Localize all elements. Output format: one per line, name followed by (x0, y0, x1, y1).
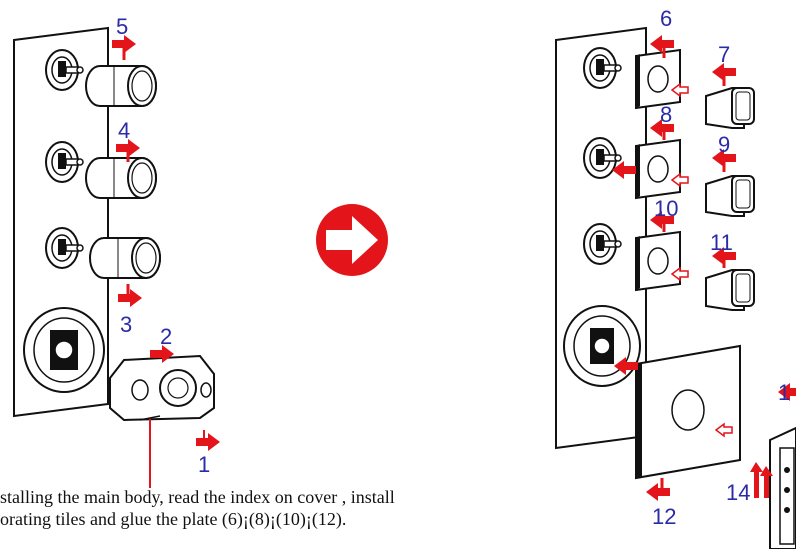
step-number: 1 (778, 380, 790, 405)
right-assembly: 6 7 8 9 10 11 12 1 14 (555, 6, 796, 549)
main-valve-icon (23, 307, 105, 393)
direction-arrow-icon (196, 433, 220, 451)
cover-plate-icon (635, 231, 681, 291)
main-valve-icon (563, 305, 641, 387)
sleeve-icon (85, 157, 157, 199)
step-number: 6 (660, 6, 672, 31)
large-cover-plate-icon (635, 344, 741, 480)
step-number: 12 (652, 504, 676, 529)
step-number: 8 (660, 102, 672, 127)
step-number: 9 (718, 132, 730, 157)
caption-line-2: orating tiles and glue the plate (6)¡(8)… (0, 509, 347, 529)
sleeve-icon (89, 237, 161, 279)
direction-arrow-icon (750, 462, 773, 498)
main-body-icon (109, 354, 215, 422)
step-number: 7 (718, 42, 730, 67)
step-number: 5 (116, 14, 128, 39)
step-number: 2 (160, 324, 172, 349)
next-step-arrow-icon (316, 204, 388, 276)
knob-icon (705, 87, 755, 129)
step-number: 1 (198, 452, 210, 477)
direction-arrow-icon (118, 289, 142, 307)
caption-line-1: stalling the main body, read the index o… (0, 487, 395, 507)
knob-icon (705, 269, 755, 311)
cover-plate-icon (635, 139, 681, 199)
step-number: 4 (118, 118, 130, 143)
instruction-caption: stalling the main body, read the index o… (0, 486, 560, 530)
main-body-cover-icon (769, 426, 796, 549)
direction-arrow-icon (646, 483, 670, 501)
step-number: 10 (654, 196, 678, 221)
sleeve-icon (85, 65, 157, 107)
left-assembly: 5 4 3 2 1 (13, 14, 220, 488)
step-number: 14 (726, 480, 750, 505)
cover-plate-icon (635, 49, 681, 109)
step-number: 3 (120, 312, 132, 337)
knob-icon (705, 175, 755, 217)
step-number: 11 (710, 230, 733, 255)
